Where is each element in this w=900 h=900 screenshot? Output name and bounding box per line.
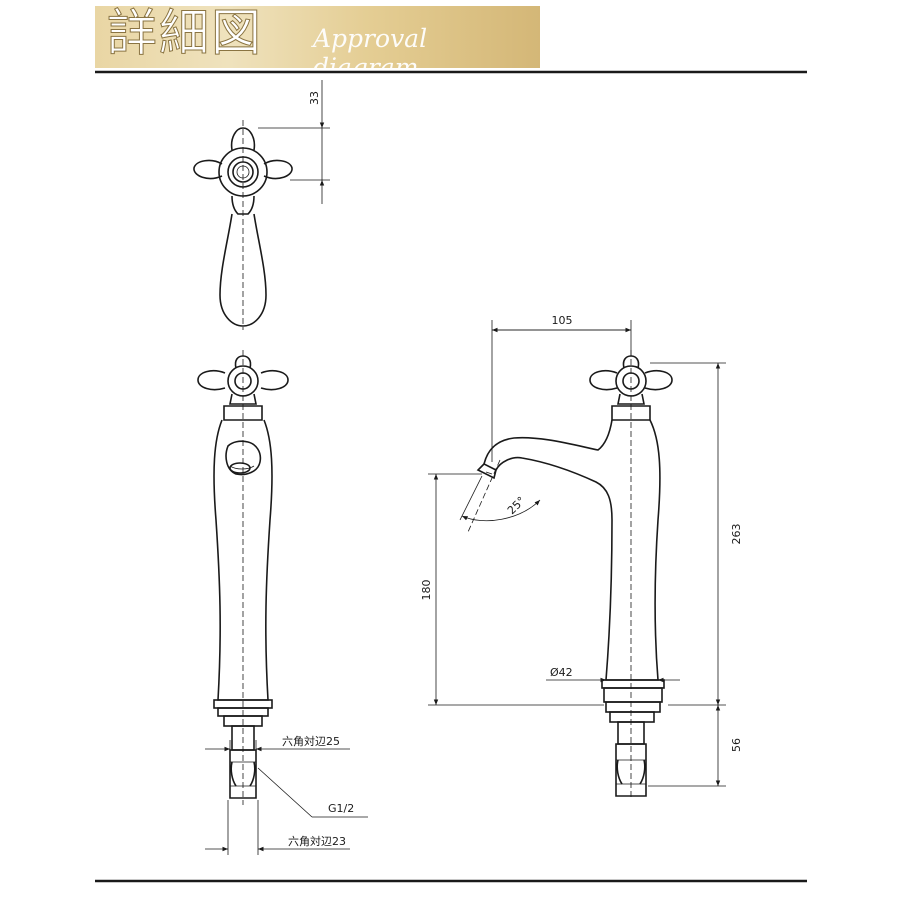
dim-shank-length: 56 [730, 738, 743, 752]
callout-hex-lower: 六角対辺23 [288, 834, 346, 848]
callout-hex-upper: 六角対辺25 [282, 734, 340, 748]
side-view [428, 320, 726, 800]
top-view [193, 80, 330, 330]
dim-body-diameter: Ø42 [550, 666, 573, 679]
page-subtitle: Approval diagram [313, 24, 428, 82]
dim-spout-height: 180 [420, 580, 433, 601]
dim-total-height: 263 [730, 524, 743, 545]
dim-handle-offset: 33 [308, 91, 321, 105]
header-banner: 詳細図 Approval diagram [95, 4, 540, 82]
banner-background [95, 6, 540, 68]
dim-reach: 105 [552, 314, 573, 327]
dim-angle: 25° [505, 494, 528, 517]
front-view [197, 350, 368, 855]
page-title: 詳細図 [107, 4, 263, 63]
callout-thread: G1/2 [328, 802, 354, 815]
